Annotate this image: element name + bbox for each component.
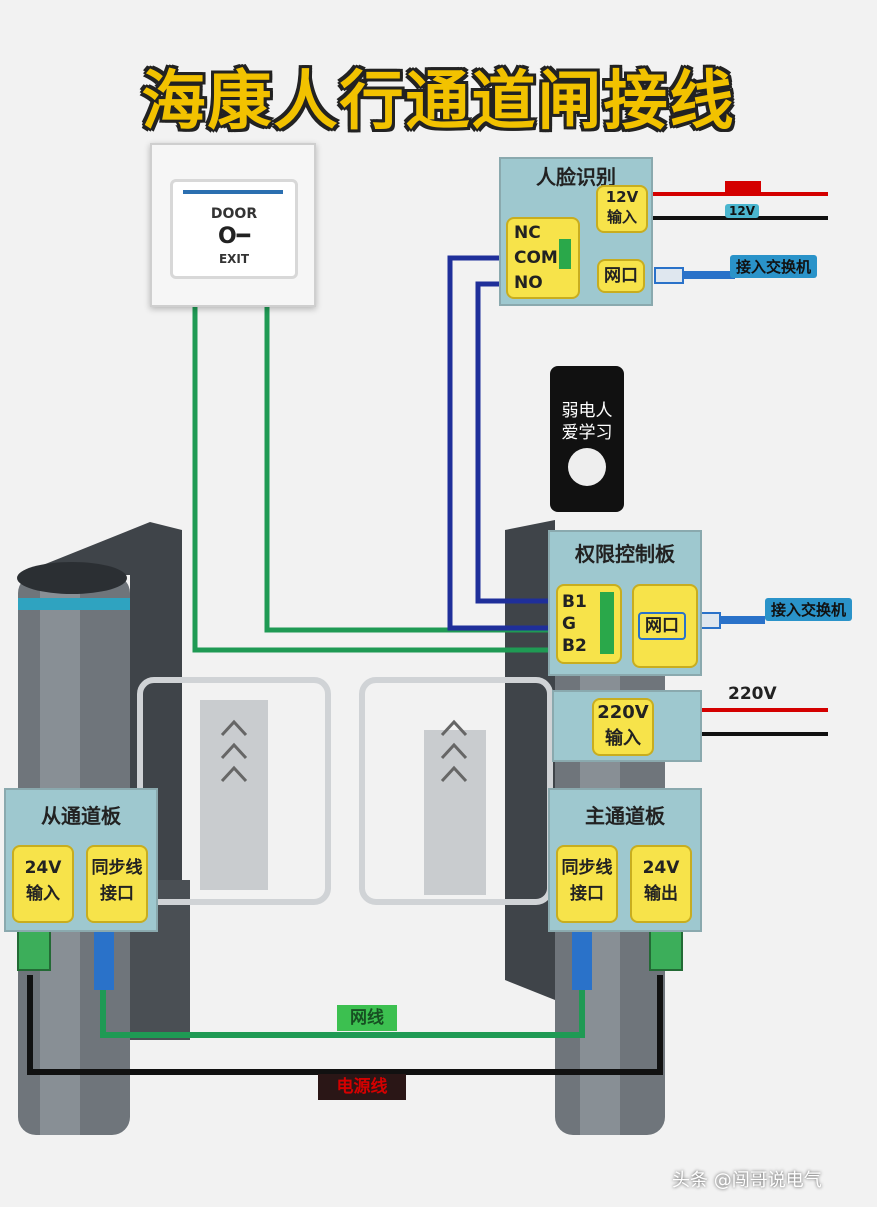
page-title: 海康人行通道闸接线 xyxy=(141,65,736,139)
face-terminal-text-1: 弱电人 xyxy=(561,401,613,421)
watermark: 头条 @闯哥说电气 xyxy=(672,1170,822,1191)
panda-face-icon xyxy=(568,448,606,486)
control-board-switch-label: 接入交换机 xyxy=(765,598,853,621)
control-board-box: 权限控制板 B1 G B2 网口 xyxy=(548,530,702,676)
face-reader-nc: NC xyxy=(514,223,541,243)
exit-button-blue-stripe xyxy=(183,190,283,194)
control-board-net-port-box: 网口 xyxy=(632,584,698,668)
control-board-g: G xyxy=(562,614,576,634)
master-board-label: 主通道板 xyxy=(585,804,665,828)
wire-12v-label: 12V xyxy=(725,204,759,218)
face-reader-box: 人脸识别 12V 输入 NC COM NO 网口 xyxy=(499,157,653,306)
control-board-b1: B1 xyxy=(562,592,587,612)
face-reader-no: NO xyxy=(514,273,543,293)
face-reader-power-in: 12V 输入 xyxy=(596,185,648,233)
slave-board-sync: 同步线 接口 xyxy=(86,845,148,923)
exit-button-panel: DOOR O━ EXIT xyxy=(150,143,316,307)
face-reader-terminal-block xyxy=(559,239,571,269)
face-terminal-text-2: 爱学习 xyxy=(561,423,613,443)
master-board-power: 24V 输出 xyxy=(630,845,692,923)
power-cable-label: 电源线 xyxy=(318,1074,406,1100)
exit-button-top-text: DOOR xyxy=(210,206,258,222)
slave-board-label: 从通道板 xyxy=(41,804,121,828)
power-cable xyxy=(27,975,663,1075)
slave-board-power: 24V 输入 xyxy=(12,845,74,923)
slave-board-box: 从通道板 24V 输入 同步线 接口 xyxy=(4,788,158,932)
master-board-box: 主通道板 同步线 接口 24V 输出 xyxy=(548,788,702,932)
network-cables xyxy=(654,267,765,629)
face-reader-switch-label: 接入交换机 xyxy=(730,255,818,278)
network-cable-label: 网线 xyxy=(337,1005,397,1031)
power-220-label: 220V 输入 xyxy=(592,698,654,756)
face-reader-net-port: 网口 xyxy=(597,259,645,293)
control-board-terminal-block xyxy=(600,592,614,654)
exit-button[interactable]: DOOR O━ EXIT xyxy=(170,179,298,279)
face-reader-com: COM xyxy=(514,248,558,268)
power-12v-wires xyxy=(652,181,828,220)
control-board-label: 权限控制板 xyxy=(575,542,675,566)
face-reader-relay-terminal: NC COM NO xyxy=(506,217,580,299)
control-board-b2: B2 xyxy=(562,636,587,656)
exit-button-bottom-text: EXIT xyxy=(218,252,250,266)
master-board-sync: 同步线 接口 xyxy=(556,845,618,923)
face-terminal-device: 弱电人 爱学习 xyxy=(550,366,624,512)
wire-220v-label: 220V xyxy=(728,684,777,704)
power-220-box: 220V 输入 xyxy=(552,690,702,762)
control-board-net-port: 网口 xyxy=(638,612,686,640)
face-reader-wires xyxy=(447,255,560,631)
key-icon: O━ xyxy=(218,224,250,249)
sync-network-cable xyxy=(100,985,585,1038)
